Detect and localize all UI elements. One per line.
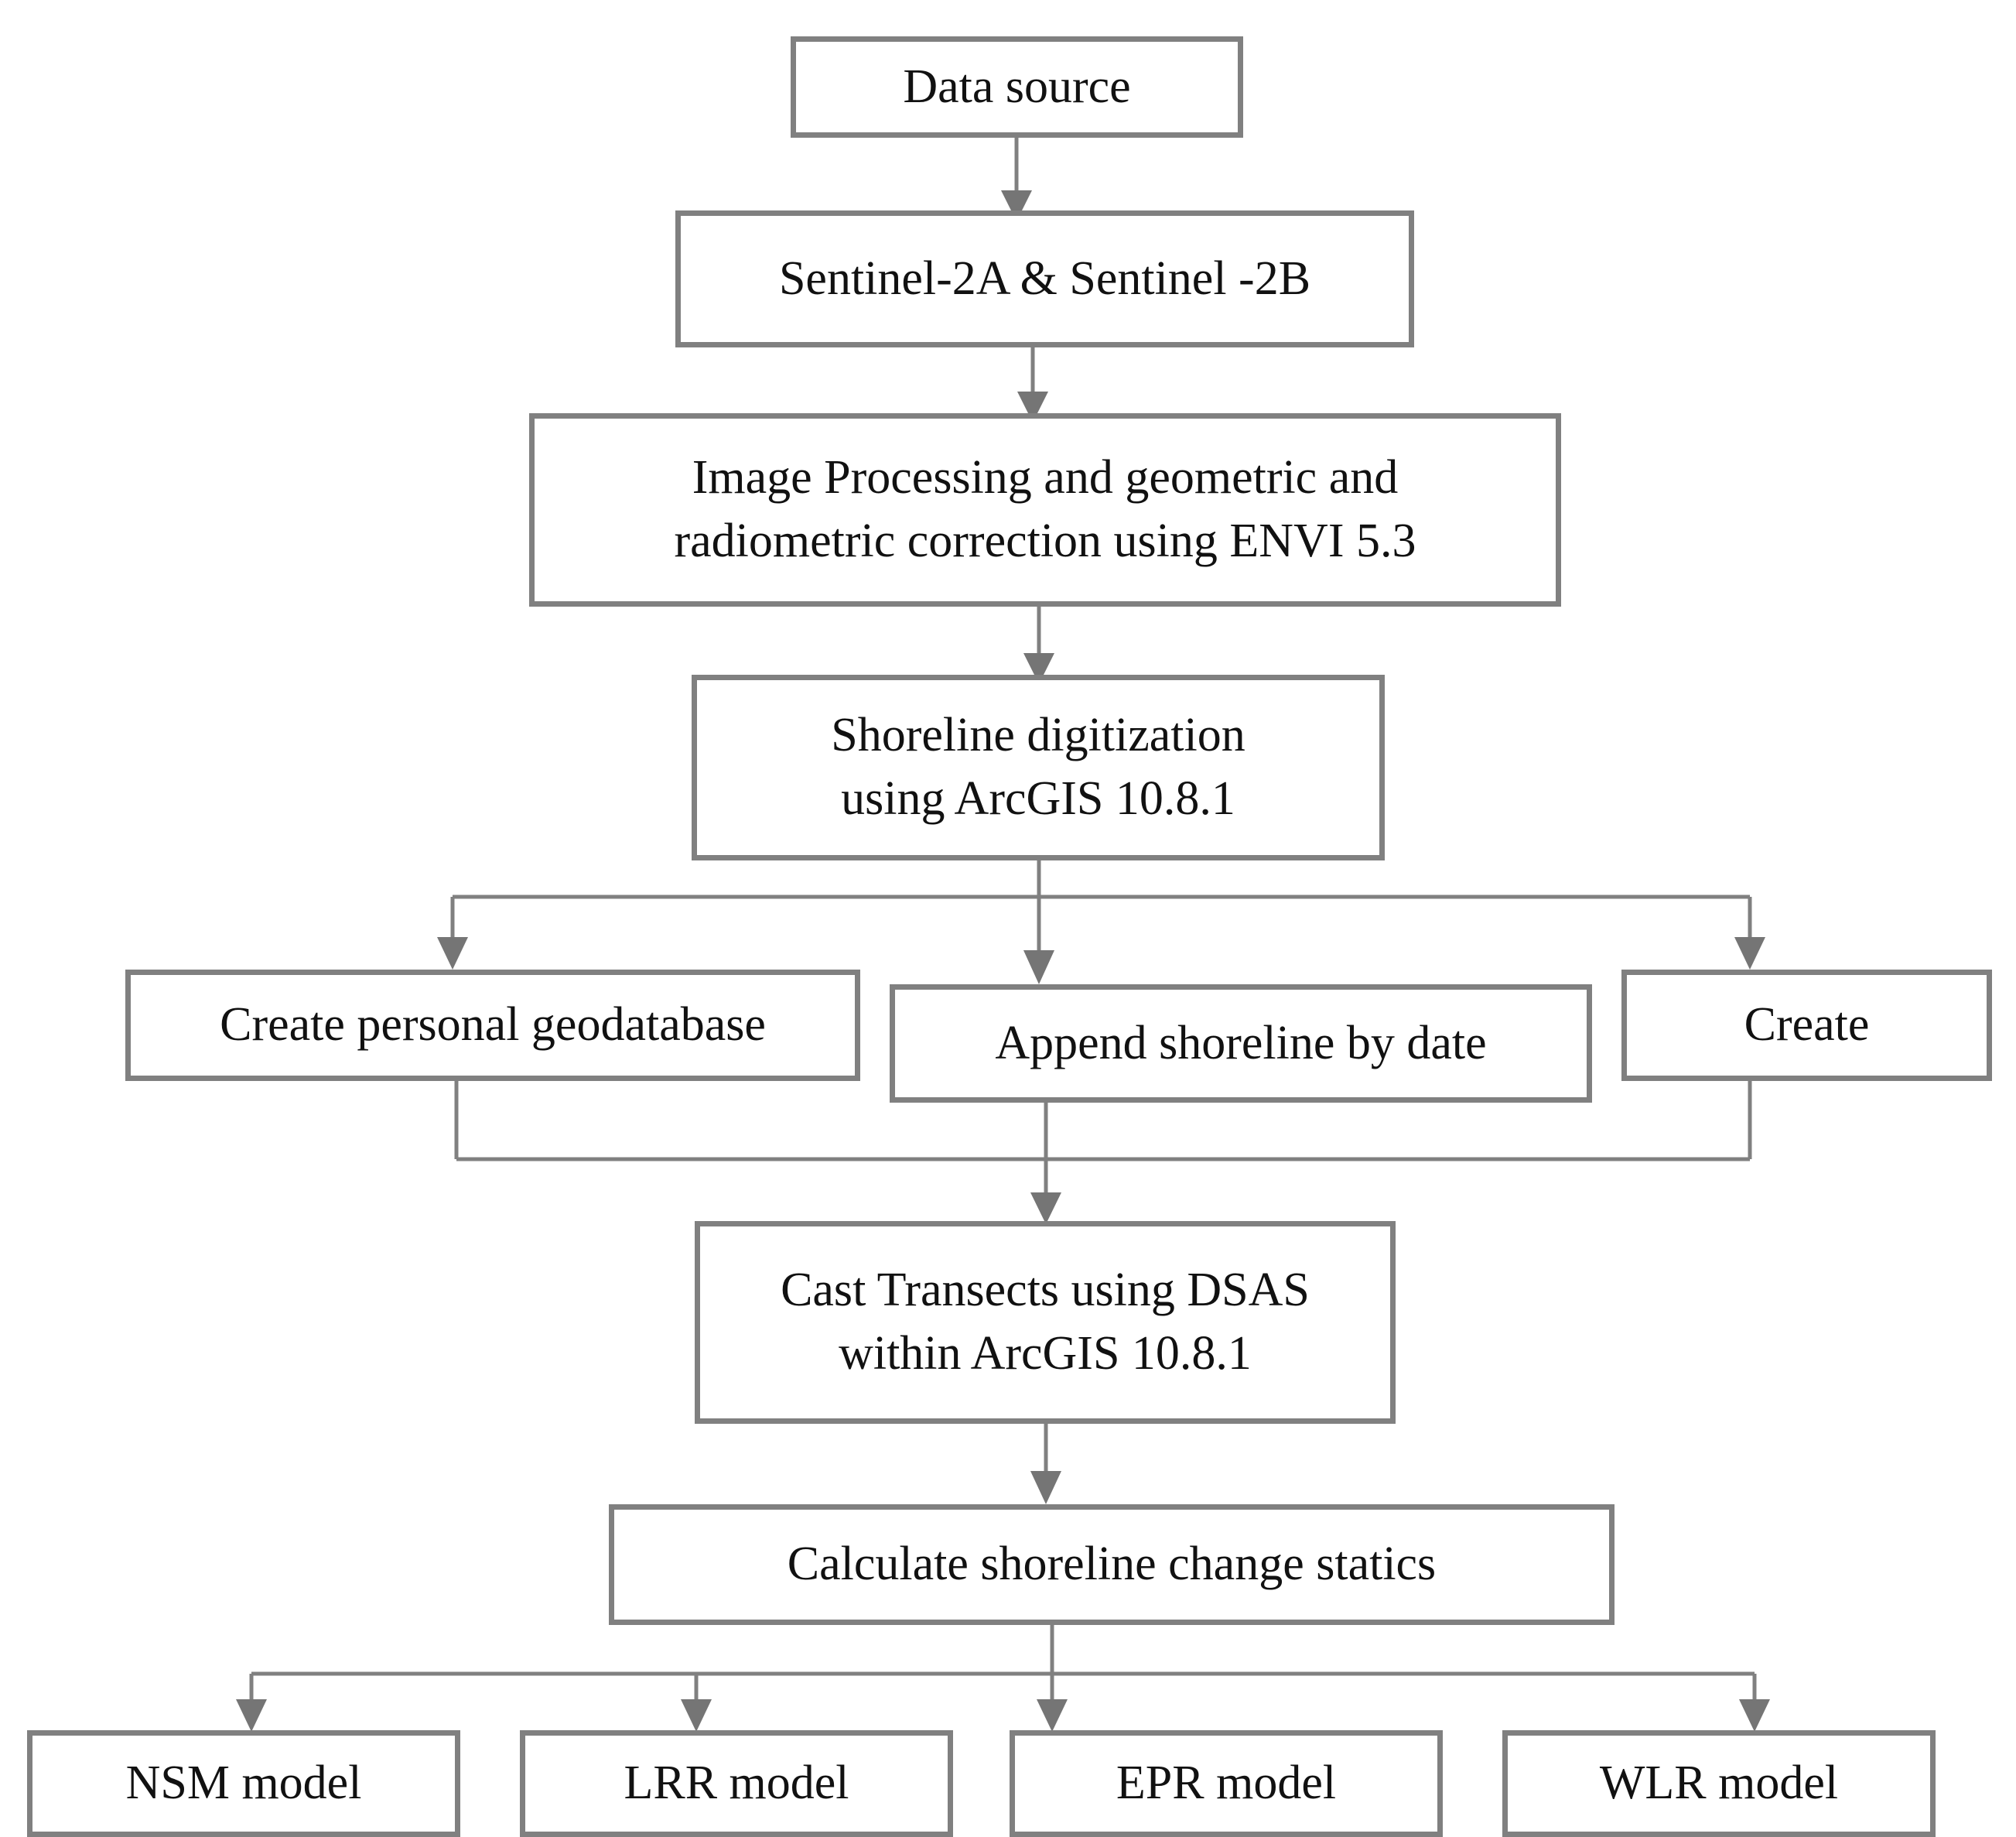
edge-image-processing-to-digitize — [1023, 607, 1054, 684]
node-label: NSM model — [125, 1757, 362, 1810]
node-label: LRR model — [624, 1757, 849, 1810]
node-create[interactable]: Create — [1621, 970, 1992, 1081]
node-label: Create — [1744, 998, 1870, 1052]
node-label: WLR model — [1599, 1757, 1839, 1810]
node-data-source[interactable]: Data source — [791, 36, 1243, 138]
node-label: Calculate shoreline change statics — [787, 1538, 1437, 1591]
node-label: Data source — [903, 60, 1131, 113]
edge-calculate-split — [236, 1625, 1770, 1732]
node-label: Image Processing and geometric and radio… — [674, 451, 1416, 567]
node-shoreline-digitization[interactable]: Shoreline digitization using ArcGIS 10.8… — [692, 675, 1385, 860]
edge-sentinel-to-image-processing — [1017, 347, 1048, 422]
node-append-shoreline-by-date[interactable]: Append shoreline by date — [890, 984, 1592, 1103]
node-label: EPR model — [1116, 1757, 1337, 1810]
node-label: Create personal geodatabase — [220, 998, 766, 1052]
node-calculate-shoreline-change-statics[interactable]: Calculate shoreline change statics — [609, 1504, 1615, 1625]
node-label: Shoreline digitization using ArcGIS 10.8… — [831, 709, 1245, 825]
node-lrr-model[interactable]: LRR model — [520, 1730, 953, 1837]
node-image-processing[interactable]: Image Processing and geometric and radio… — [529, 413, 1561, 607]
edge-cast-to-calculate — [1030, 1424, 1061, 1504]
node-sentinel[interactable]: Sentinel-2A & Sentinel -2B — [675, 210, 1414, 347]
node-label: Append shoreline by date — [995, 1016, 1487, 1069]
node-epr-model[interactable]: EPR model — [1010, 1730, 1443, 1837]
node-label: Cast Transects using DSAS within ArcGIS … — [781, 1264, 1310, 1380]
edge-digitize-split — [437, 860, 1765, 984]
node-label: Sentinel-2A & Sentinel -2B — [778, 251, 1311, 305]
node-create-personal-geodatabase[interactable]: Create personal geodatabase — [125, 970, 860, 1081]
node-cast-transects[interactable]: Cast Transects using DSAS within ArcGIS … — [695, 1221, 1396, 1424]
node-nsm-model[interactable]: NSM model — [27, 1730, 460, 1837]
node-wlr-model[interactable]: WLR model — [1502, 1730, 1936, 1837]
edge-data-source-to-sentinel — [1001, 138, 1032, 221]
